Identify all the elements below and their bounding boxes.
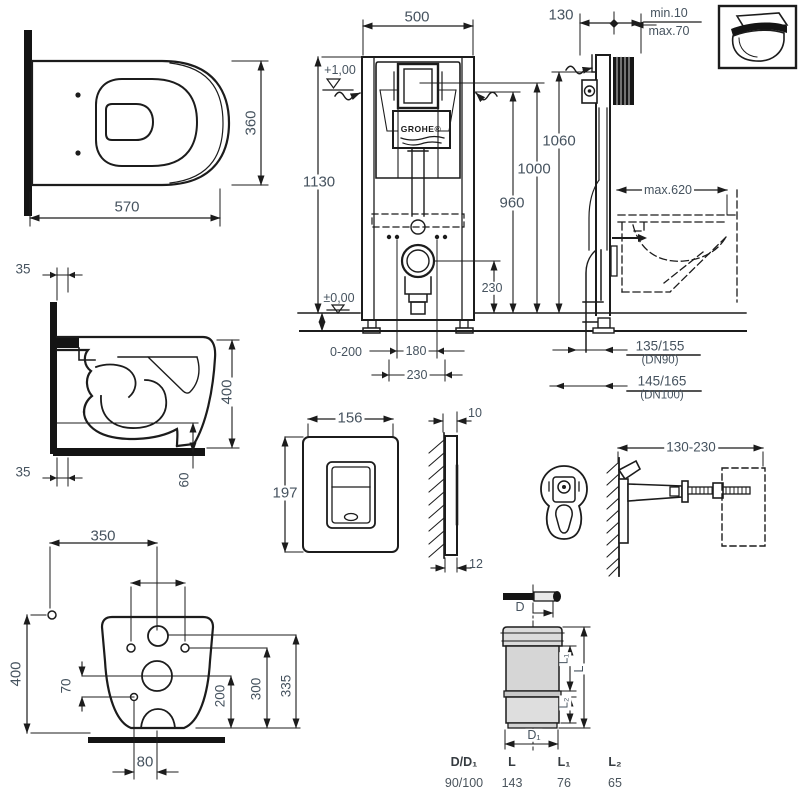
pipe-table-header-dd1: D/D₁ — [450, 754, 478, 769]
floor-mark-label: ±0,00 — [323, 290, 355, 305]
dim-1060: 1060 — [540, 132, 578, 150]
dim-bottom-350: 350 — [90, 527, 116, 545]
dim-section-clearance: 60 — [176, 472, 192, 488]
label-dn100: (DN100) — [640, 389, 684, 402]
bracket-linework — [540, 444, 766, 577]
pipe-table-value-l2: 65 — [608, 775, 622, 790]
dim-section-offset-bottom: 35 — [15, 464, 31, 480]
dim-section-height: 400 — [218, 377, 236, 407]
dim-1000: 1000 — [515, 160, 553, 178]
dim-bottom-70: 70 — [58, 678, 74, 694]
dim-section-offset-top: 35 — [15, 261, 31, 277]
pipe-table-value-l1: 76 — [557, 775, 571, 790]
pipe-table-value-l: 143 — [501, 775, 523, 790]
dim-plate-depth-top: 10 — [468, 405, 482, 420]
side-view-linework — [549, 11, 738, 392]
dim-top-view-depth: 360 — [242, 110, 260, 136]
dim-plate-width: 156 — [335, 409, 365, 427]
pipe-label-l1: L₁ — [558, 651, 571, 667]
bottom-view-linework — [23, 539, 301, 780]
flush-plate-linework — [281, 411, 472, 573]
pipe-table-value-dd1: 90/100 — [444, 775, 484, 790]
dim-bottom-400: 400 — [7, 661, 25, 687]
pipe-table-header-l1: L₁ — [557, 754, 571, 769]
section-view-linework — [42, 267, 240, 487]
pipe-label-l2: L₂ — [558, 695, 571, 711]
dim-top-view-width: 570 — [114, 198, 140, 216]
dim-max-620: max.620 — [642, 182, 694, 197]
dim-bolt-spacing-180: 180 — [403, 343, 429, 358]
dashed-toilet-outline — [617, 189, 738, 303]
dim-outlet-dn90: 135/155 — [635, 338, 685, 354]
dim-bottom-300: 300 — [248, 675, 264, 703]
dim-bottom-335: 335 — [278, 672, 294, 700]
pipe-label-l: L — [571, 663, 586, 675]
dim-front-width: 500 — [404, 8, 430, 26]
dim-side-depth: 130 — [548, 6, 574, 24]
dim-plate-depth-bottom: 12 — [469, 556, 483, 571]
dim-960: 960 — [497, 194, 527, 212]
top-view-linework — [24, 30, 269, 227]
front-view-linework — [297, 19, 747, 382]
dim-plate-height: 197 — [270, 484, 300, 502]
pipe-label-d1: D₁ — [525, 727, 543, 742]
dim-bracket-range: 130-230 — [664, 439, 718, 455]
dim-bottom-80: 80 — [136, 753, 154, 771]
dim-bottom-200: 200 — [212, 682, 228, 710]
brand-logo-text: GROHE® — [400, 123, 442, 134]
pipe-table-header-l: L — [508, 754, 516, 769]
dim-bolt-spacing-230: 230 — [404, 367, 430, 382]
dim-tile-max: max.70 — [648, 23, 690, 38]
label-dn90: (DN90) — [641, 354, 679, 367]
dim-outlet-height: 230 — [479, 280, 505, 295]
pipe-label-d: D — [515, 599, 525, 614]
pipe-linework — [500, 584, 591, 751]
meter-mark-label: +1,00 — [324, 62, 356, 77]
dim-outlet-dn100: 145/165 — [637, 373, 687, 389]
dim-tile-min: min.10 — [650, 5, 688, 20]
dim-feet-adjust: 0-200 — [328, 344, 364, 359]
pipe-table-header-l2: L₂ — [608, 754, 622, 769]
toilet-icon — [717, 4, 798, 70]
dim-front-height: 1130 — [300, 173, 338, 191]
